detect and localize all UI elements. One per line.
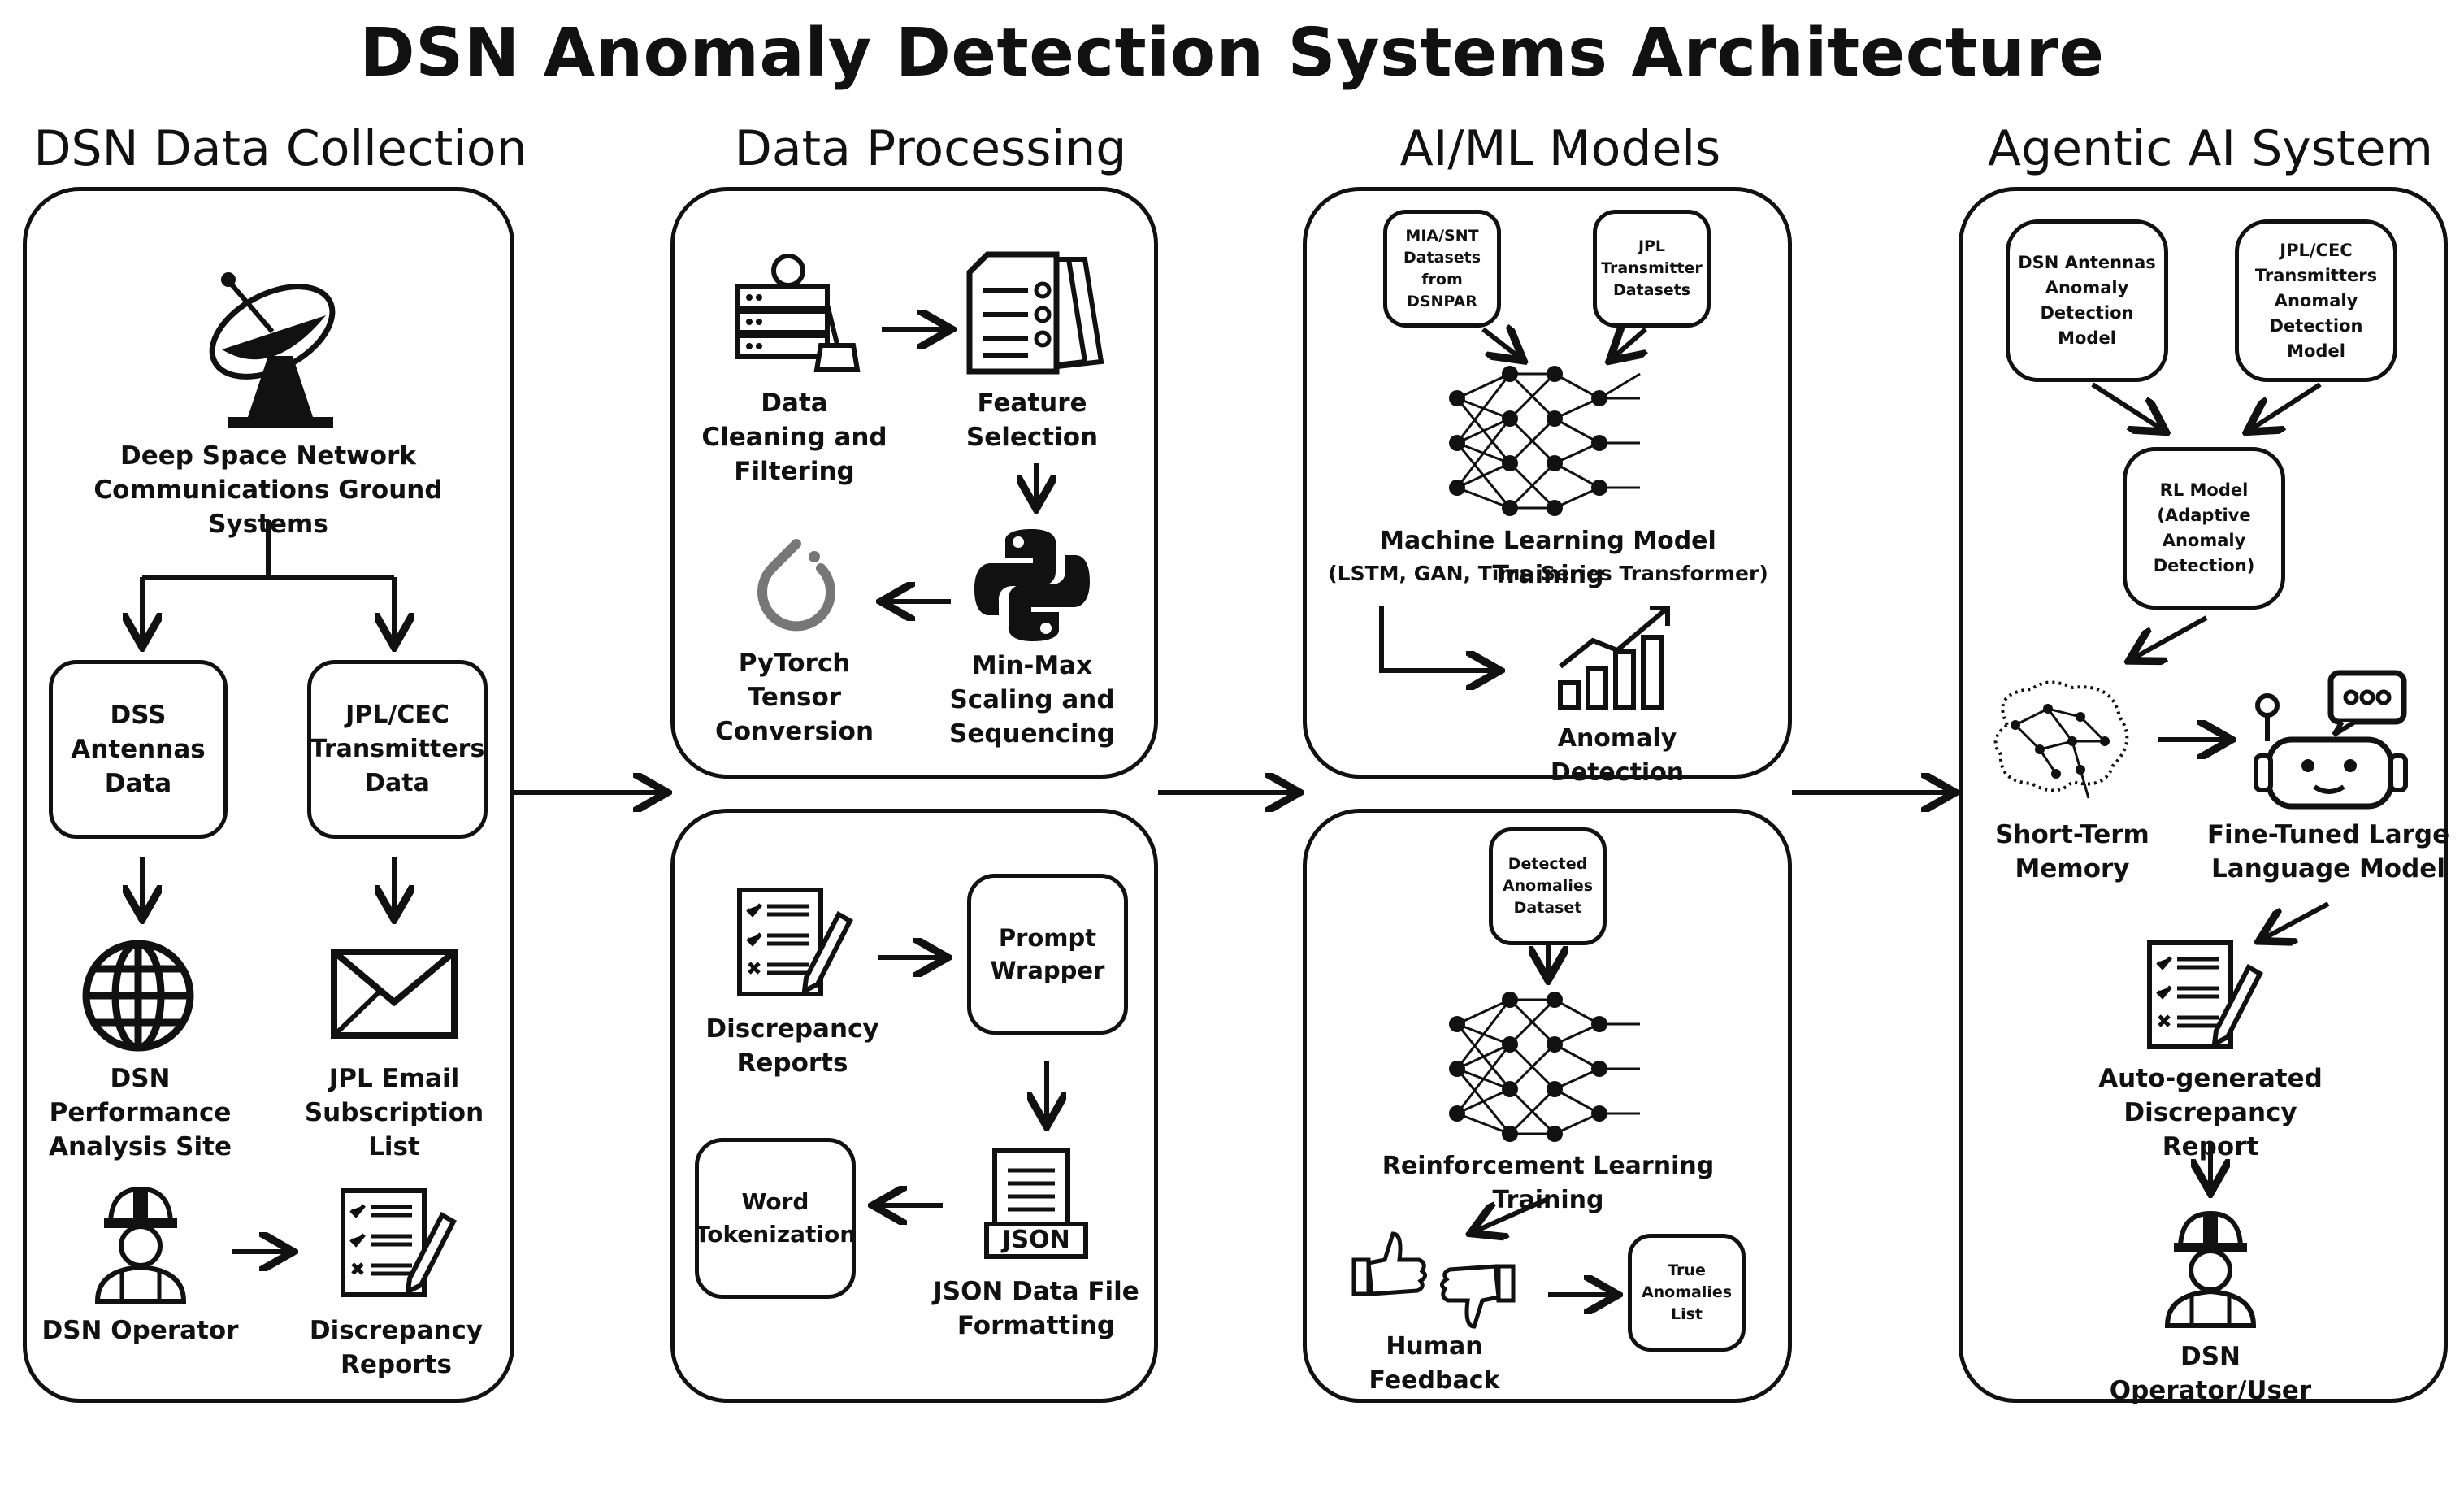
column-title-processing: Data Processing <box>734 120 1127 177</box>
panel-text-processing <box>670 809 1158 1403</box>
jpl-cec-data-box: JPL/CEC Transmitters Data <box>307 660 488 839</box>
growth-chart-icon <box>1558 606 1670 710</box>
brain-memory-icon <box>1993 680 2129 799</box>
cleaning-label: Data Cleaning and Filtering <box>701 389 887 486</box>
word-tokenization-box: Word Tokenization <box>695 1138 856 1299</box>
mia-snt-dataset-box: MIA/SNT Datasets from DSNPAR <box>1383 210 1501 328</box>
feature-selection-label: Feature Selection <box>965 389 1099 452</box>
panel-numeric-processing <box>670 187 1158 779</box>
operator-user-icon <box>2164 1210 2257 1328</box>
rl-model-box: RL Model (Adaptive Anomaly Detection) <box>2123 447 2285 610</box>
discrepancy-reports-label: Discrepancy Reports <box>309 1316 484 1379</box>
fine-tuned-llm-label: Fine-Tuned Large Language Model <box>2206 820 2450 883</box>
discrepancy-report-icon <box>737 888 853 996</box>
column-title-models: AI/ML Models <box>1399 120 1721 177</box>
word-tokenization-label: Word Tokenization <box>694 1188 857 1248</box>
mia-snt-label: MIA/SNT Datasets from DSNPAR <box>1403 226 1481 310</box>
chatbot-robot-icon <box>2254 670 2408 810</box>
true-anomalies-list-box: True Anomalies List <box>1628 1234 1746 1352</box>
thumbs-feedback-icon <box>1351 1231 1516 1329</box>
column-title-collection: DSN Data Collection <box>33 120 527 177</box>
pytorch-label: PyTorch Tensor Conversion <box>714 649 874 746</box>
prompt-wrapper-label: Prompt Wrapper <box>990 924 1105 984</box>
dsn-antennas-model-box: DSN Antennas Anomaly Detection Model <box>2006 219 2168 382</box>
jpl-cec-model-box: JPL/CEC Transmitters Anomaly Detection M… <box>2235 219 2397 382</box>
email-envelope-icon <box>331 949 458 1039</box>
auto-report-label: Auto-generated Discrepancy Report <box>2098 1064 2323 1161</box>
email-list-label: JPL Email Subscription List <box>304 1064 484 1161</box>
performance-site-label: DSN Performance Analysis Site <box>49 1064 232 1161</box>
globe-icon <box>82 940 194 1052</box>
neural-network-icon <box>1449 366 1641 516</box>
true-anomalies-label: True Anomalies List <box>1641 1261 1733 1323</box>
panel-ml-models <box>1303 187 1792 779</box>
diagram-title: DSN Anomaly Detection Systems Architectu… <box>359 15 2105 92</box>
json-badge-text: JSON <box>1002 1226 1070 1254</box>
server-cleaning-icon <box>735 254 861 372</box>
short-term-memory-label: Short-Term Memory <box>1995 820 2149 883</box>
panel-agentic-system <box>1959 187 2448 1403</box>
rl-model-label: RL Model (Adaptive Anomaly Detection) <box>2153 480 2255 575</box>
column-title-agentic: Agentic AI System <box>1988 120 2433 177</box>
minmax-label: Min-Max Scaling and Sequencing <box>949 651 1115 749</box>
detected-anomalies-dataset-box: Detected Anomalies Dataset <box>1489 827 1607 945</box>
detected-anomalies-label: Detected Anomalies Dataset <box>1502 855 1594 917</box>
jpl-transmitter-dataset-box: JPL Transmitter Datasets <box>1593 210 1711 328</box>
dss-antennas-label: DSS Antennas Data <box>71 701 206 798</box>
human-feedback-label: Human Feedback <box>1369 1332 1500 1395</box>
panel-rl-models <box>1303 809 1792 1403</box>
jpl-transmitter-label: JPL Transmitter Datasets <box>1601 237 1703 299</box>
operator-icon <box>94 1186 187 1304</box>
jpl-cec-model-label: JPL/CEC Transmitters Anomaly Detection M… <box>2254 240 2378 361</box>
anomaly-detection-label: Anomaly Detection <box>1550 724 1685 787</box>
rl-neural-network-icon <box>1449 992 1640 1142</box>
panel-data-collection <box>23 187 514 1403</box>
rl-training-label: Reinforcement Learning Training <box>1382 1152 1715 1214</box>
report-document-icon <box>341 1188 457 1297</box>
dss-antennas-data-box: DSS Antennas Data <box>49 660 228 839</box>
python-logo-icon <box>974 529 1090 641</box>
satellite-dish-icon <box>209 272 336 428</box>
prompt-wrapper-box: Prompt Wrapper <box>967 874 1128 1035</box>
json-formatting-label: JSON Data File Formatting <box>933 1277 1139 1340</box>
jpl-cec-label: JPL/CEC Transmitters Data <box>310 701 485 797</box>
ml-training-label: Machine Learning Model Training <box>1380 527 1716 589</box>
pytorch-icon <box>757 539 835 632</box>
ml-types-label: (LSTM, GAN, Time Series Transformer) <box>1328 562 1768 585</box>
feature-document-icon <box>966 251 1104 375</box>
auto-report-icon <box>2147 940 2263 1049</box>
operator-label: DSN Operator <box>41 1316 239 1345</box>
json-file-icon <box>984 1148 1088 1259</box>
operator-user-label: DSN Operator/User <box>2109 1342 2312 1405</box>
ground-systems-label: Deep Space Network Communications Ground… <box>93 441 443 539</box>
text-discrepancy-reports-label: Discrepancy Reports <box>705 1014 879 1078</box>
dsn-antennas-model-label: DSN Antennas Anomaly Detection Model <box>2018 253 2156 348</box>
